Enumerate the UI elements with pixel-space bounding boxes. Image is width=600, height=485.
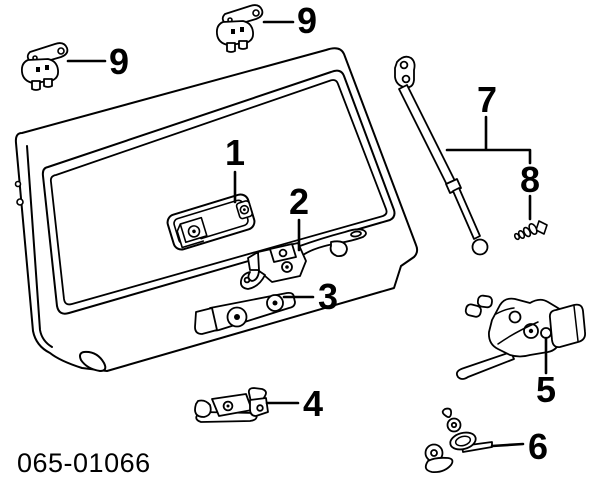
striker-part-4 [194,387,269,423]
leader-6 [490,442,525,448]
catalog-code: 065-01066 [17,448,151,478]
flange-hole [16,198,24,206]
flange-hole [14,180,22,188]
hinge-part-9-left [20,42,69,91]
callout-3: 3 [317,276,339,317]
left-flange-line [26,145,53,348]
leader-lines [66,20,548,448]
lock-assembly-part-5 [455,294,587,380]
callout-6: 6 [527,426,549,467]
callout-1: 1 [224,132,246,173]
callout-7: 7 [476,79,498,120]
callout-9-left: 9 [108,41,130,82]
outside-handle-part-1 [166,193,256,251]
bottom-stop-tab [79,350,107,372]
leader-7 [445,115,532,165]
callout-4: 4 [302,383,324,424]
callout-8: 8 [519,159,541,200]
screw-part-8 [513,220,548,241]
hinge-part-9-top [215,4,264,53]
callout-9-top: 9 [296,0,318,41]
door-stay-part-3 [194,291,296,335]
callout-5: 5 [535,369,557,410]
gas-strut-part-7 [394,55,489,256]
window-opening [41,69,396,315]
callout-2: 2 [288,181,310,222]
key-cylinder-part-6 [424,407,493,474]
